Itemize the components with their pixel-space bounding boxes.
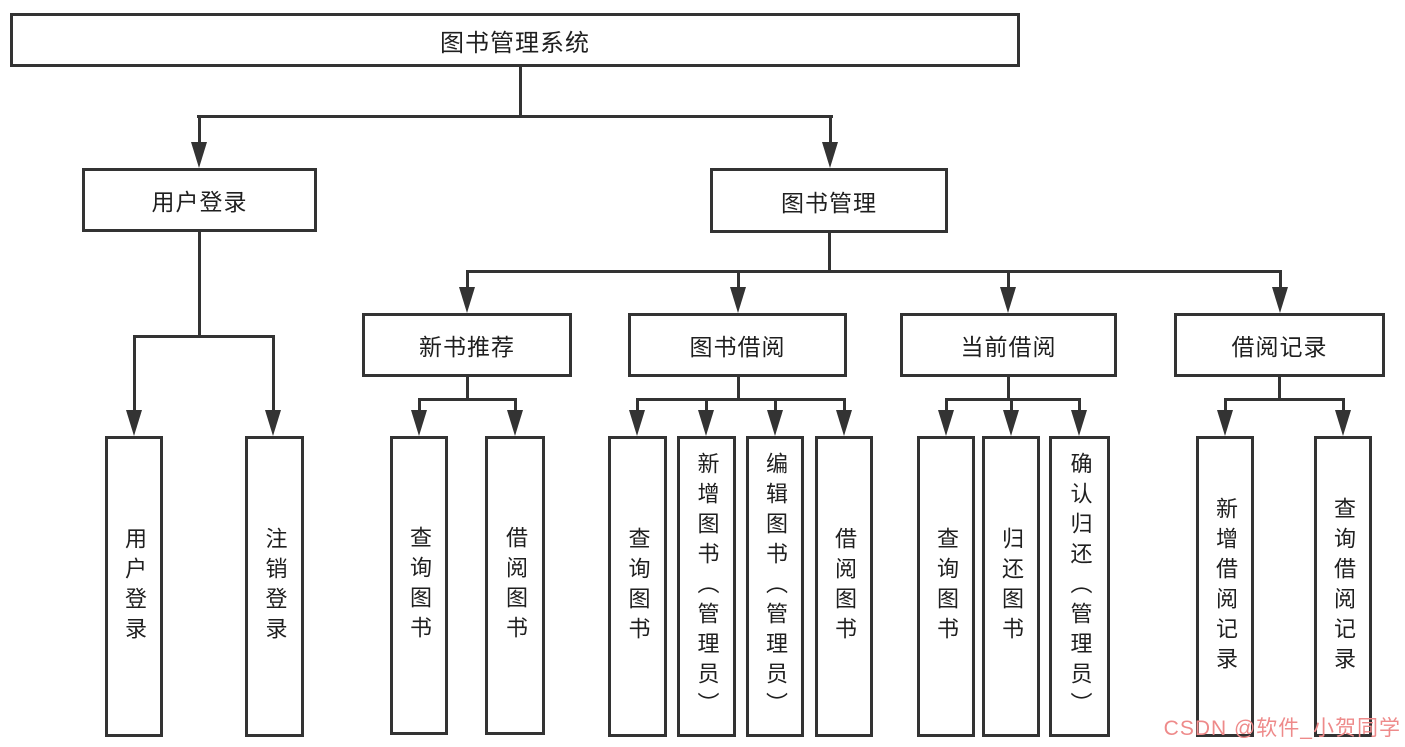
connector-line	[705, 398, 708, 412]
node-label: 查询图书	[407, 525, 432, 646]
connector-line	[1279, 270, 1282, 289]
connector-line	[1078, 398, 1081, 412]
node-label: 借阅图书	[503, 525, 528, 646]
node-current-borrow: 当前借阅	[900, 313, 1117, 377]
node-label: 借阅图书	[832, 526, 857, 647]
connector-line	[133, 335, 136, 412]
arrow-down-icon	[822, 142, 838, 168]
connector-line	[828, 233, 831, 273]
node-label: 图书借阅	[689, 334, 786, 360]
connector-line	[514, 398, 517, 412]
arrow-down-icon	[836, 410, 852, 436]
leaf-current-query-books: 查询图书	[917, 436, 975, 737]
connector-line	[418, 398, 517, 401]
leaf-recommend-borrow-books: 借阅图书	[485, 436, 545, 735]
leaf-records-query-borrow-record: 查询借阅记录	[1314, 436, 1372, 737]
node-label: 用户登录	[122, 526, 147, 647]
node-label: 编辑图书（管理员）	[763, 451, 788, 722]
node-label: 新增借阅记录	[1213, 496, 1238, 677]
arrow-down-icon	[1000, 287, 1016, 313]
connector-line	[1010, 398, 1013, 412]
arrow-down-icon	[459, 287, 475, 313]
arrow-down-icon	[1272, 287, 1288, 313]
connector-line	[197, 115, 833, 118]
connector-line	[1342, 398, 1345, 412]
arrow-down-icon	[1217, 410, 1233, 436]
node-label: 图书管理	[781, 189, 877, 216]
connector-line	[133, 335, 275, 338]
node-book-borrow: 图书借阅	[628, 313, 847, 377]
connector-line	[466, 270, 469, 289]
node-label: 归还图书	[999, 526, 1024, 647]
connector-line	[1278, 377, 1281, 401]
connector-line	[198, 115, 201, 145]
connector-line	[737, 270, 740, 289]
connector-line	[945, 398, 1081, 401]
arrow-down-icon	[629, 410, 645, 436]
connector-line	[272, 335, 275, 412]
connector-line	[198, 232, 201, 338]
connector-line	[636, 398, 846, 401]
node-label: 查询图书	[625, 526, 651, 647]
arrow-down-icon	[1003, 410, 1019, 436]
connector-line	[1224, 398, 1227, 412]
connector-line	[843, 398, 846, 412]
connector-line	[466, 270, 1282, 273]
leaf-borrow-edit-books-admin: 编辑图书（管理员）	[746, 436, 804, 737]
node-label: 新书推荐	[419, 334, 515, 360]
leaf-logout: 注销登录	[245, 436, 304, 737]
node-borrow-records: 借阅记录	[1174, 313, 1385, 377]
leaf-records-add-borrow-record: 新增借阅记录	[1196, 436, 1254, 737]
connector-line	[466, 377, 469, 401]
connector-line	[636, 398, 639, 412]
node-label: 注销登录	[262, 526, 288, 647]
node-label: 图书管理系统	[440, 29, 590, 57]
connector-line	[1224, 398, 1345, 401]
leaf-current-confirm-return-admin: 确认归还（管理员）	[1049, 436, 1110, 737]
node-new-book-recommend: 新书推荐	[362, 313, 572, 377]
connector-line	[418, 398, 421, 412]
node-library-management-system: 图书管理系统	[10, 13, 1020, 67]
connector-line	[774, 398, 777, 412]
connector-line	[1007, 377, 1010, 401]
connector-line	[519, 67, 522, 117]
arrow-down-icon	[1071, 410, 1087, 436]
node-label: 新增图书（管理员）	[694, 451, 720, 722]
csdn-watermark: CSDN @软件_小贺同学	[1163, 717, 1401, 740]
connector-line	[829, 115, 832, 145]
leaf-borrow-borrow-books: 借阅图书	[815, 436, 873, 737]
node-label: 查询图书	[934, 526, 959, 647]
node-label: 查询借阅记录	[1331, 496, 1356, 677]
leaf-recommend-query-books: 查询图书	[390, 436, 448, 735]
node-label: 当前借阅	[960, 334, 1057, 360]
arrow-down-icon	[698, 410, 714, 436]
node-user-login: 用户登录	[82, 168, 317, 232]
leaf-borrow-add-books-admin: 新增图书（管理员）	[677, 436, 736, 737]
leaf-current-return-books: 归还图书	[982, 436, 1040, 737]
arrow-down-icon	[1335, 410, 1351, 436]
connector-line	[1007, 270, 1010, 289]
arrow-down-icon	[411, 410, 427, 436]
node-book-management: 图书管理	[710, 168, 948, 233]
leaf-borrow-query-books: 查询图书	[608, 436, 667, 737]
connector-line	[737, 377, 740, 401]
arrow-down-icon	[507, 410, 523, 436]
node-label: 确认归还（管理员）	[1067, 451, 1093, 722]
node-label: 用户登录	[151, 189, 248, 215]
arrow-down-icon	[767, 410, 783, 436]
arrow-down-icon	[191, 142, 207, 168]
connector-line	[945, 398, 948, 412]
arrow-down-icon	[126, 410, 142, 436]
arrow-down-icon	[265, 410, 281, 436]
arrow-down-icon	[730, 287, 746, 313]
arrow-down-icon	[938, 410, 954, 436]
node-label: 借阅记录	[1231, 334, 1328, 360]
leaf-user-login: 用户登录	[105, 436, 163, 737]
